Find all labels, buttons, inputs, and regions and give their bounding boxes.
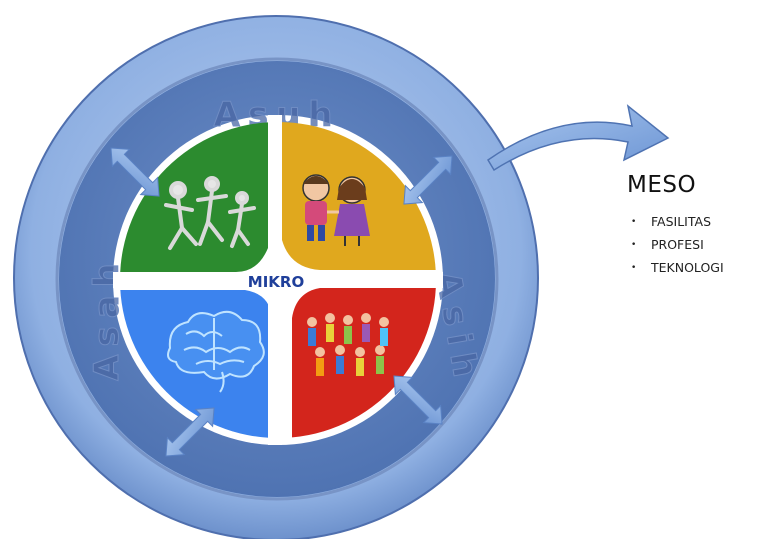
meso-item-label: PROFESI [651, 237, 704, 252]
curved-arrow-icon [486, 104, 670, 172]
list-item: • TEKNOLOGI [625, 260, 762, 275]
children-icon [302, 174, 370, 246]
double-arrow-icon [110, 147, 160, 197]
list-item: • FASILITAS [625, 214, 762, 229]
meso-title: MESO [627, 172, 697, 198]
meso-panel: MESO • FASILITAS • PROFESI • TEKNOLOGI [625, 172, 762, 283]
bullet-icon: • [631, 262, 637, 273]
center-label: MIKRO [248, 273, 304, 291]
meso-item-label: TEKNOLOGI [651, 260, 724, 275]
meso-item-label: FASILITAS [651, 214, 712, 229]
crowd-icon [307, 313, 389, 376]
double-arrow-icon [393, 375, 443, 425]
list-item: • PROFESI [625, 237, 762, 252]
meso-list: • FASILITAS • PROFESI • TEKNOLOGI [625, 214, 762, 275]
brain-icon [167, 310, 265, 393]
double-arrow-icon [403, 155, 453, 205]
bullet-icon: • [631, 239, 637, 250]
double-arrow-icon [165, 407, 215, 457]
bullet-icon: • [631, 216, 637, 227]
divider-horizontal [113, 272, 443, 288]
figures-dancing-icon [164, 176, 256, 250]
outer-ring-inner-edge [55, 57, 499, 501]
